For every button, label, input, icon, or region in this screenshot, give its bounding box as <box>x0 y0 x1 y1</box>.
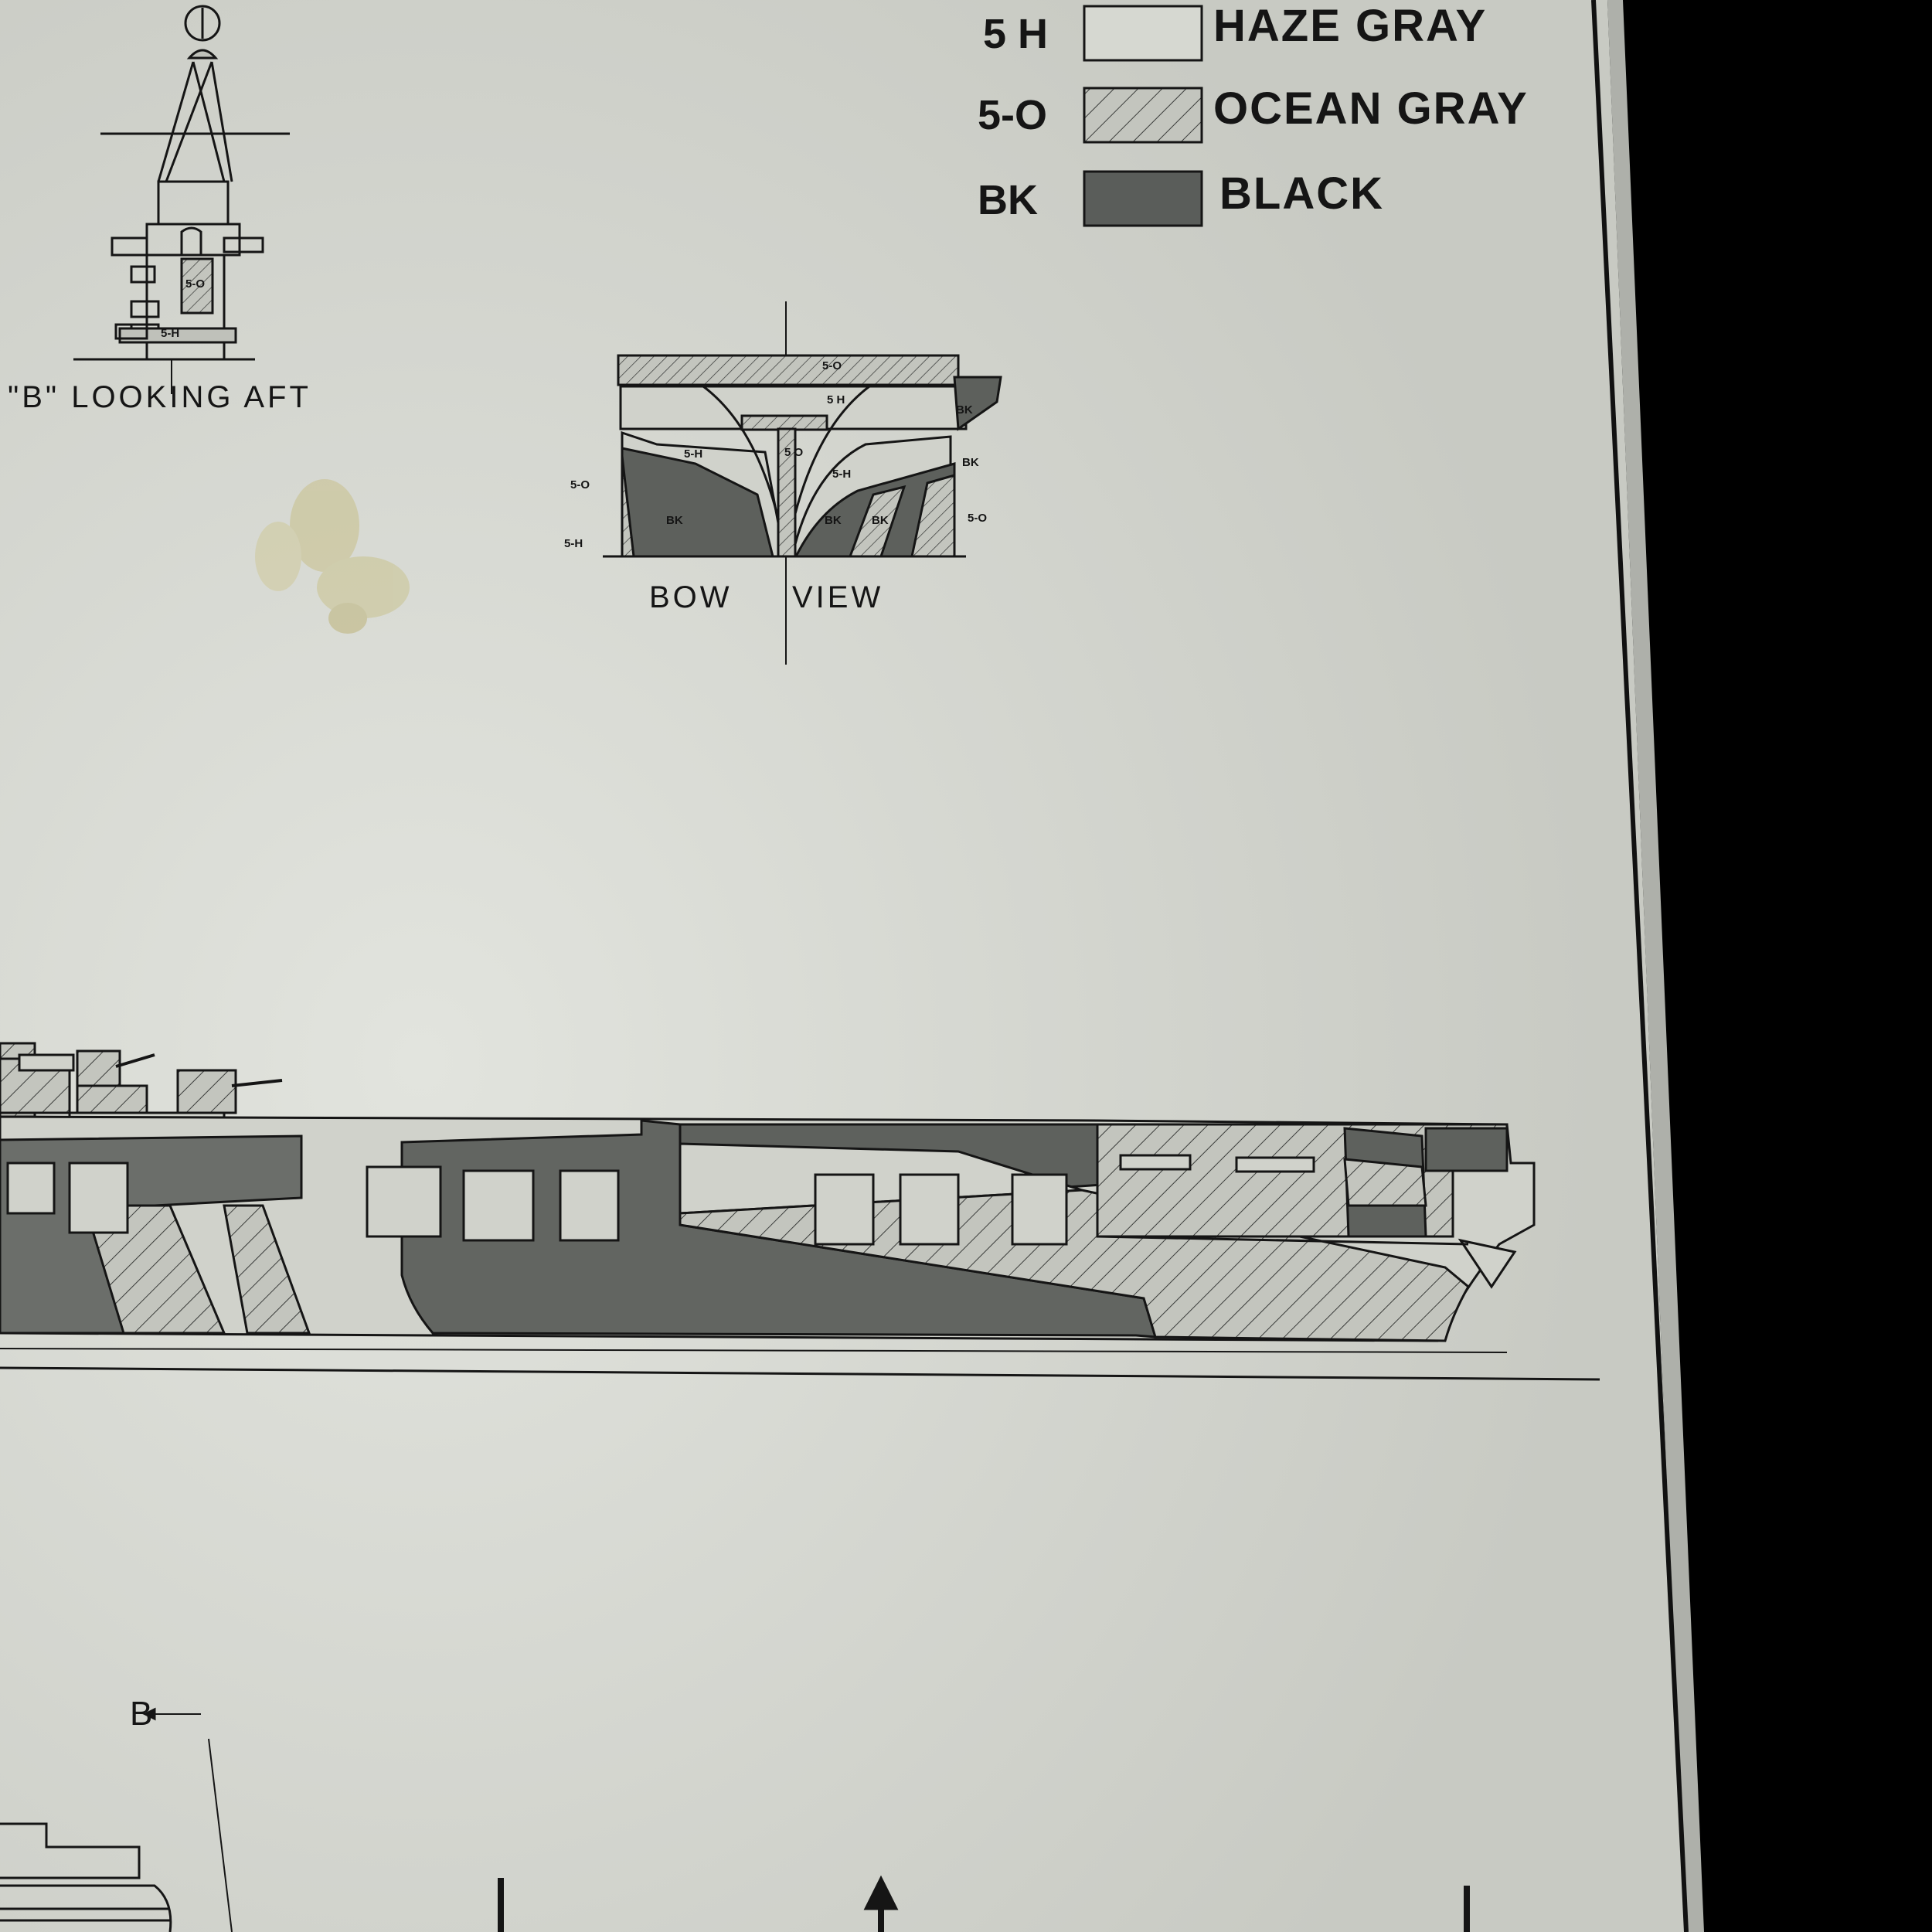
sheet-border-line <box>1591 0 1689 1932</box>
legend-code-ocean-gray: 5-O <box>978 92 1048 138</box>
bow-mark: BK <box>825 514 842 527</box>
mast-view-caption: "B" LOOKING AFT <box>8 380 311 414</box>
plan-view-fragment <box>0 1707 1470 1932</box>
bow-mark: 5-O <box>570 478 590 492</box>
paper-edge <box>1607 0 1704 1932</box>
bow-mark: BK <box>956 403 973 417</box>
bow-mark: 5-H <box>684 447 702 461</box>
bow-mark: 5 O <box>784 446 804 459</box>
bow-mark: BK <box>962 456 979 469</box>
legend-name-black: BLACK <box>1219 168 1384 219</box>
legend-name-haze-gray: HAZE GRAY <box>1213 1 1488 51</box>
bow-mark: 5-H <box>564 537 583 550</box>
ship-profile-drawing <box>0 1042 1600 1381</box>
legend-swatch-black <box>1083 170 1203 227</box>
legend-name-ocean-gray: OCEAN GRAY <box>1213 83 1529 134</box>
legend-swatch-haze-gray <box>1083 5 1203 62</box>
section-marker-label: B <box>130 1695 156 1733</box>
bow-view-drawing <box>603 301 1002 665</box>
bow-view-marks: 5-O 5 H 5-H 5 O 5-H BK 5-O BK BK BK 5-O … <box>564 359 987 550</box>
legend-swatch-ocean-gray <box>1083 87 1203 144</box>
mast-looking-aft-drawing <box>73 5 290 394</box>
paper-sheet <box>0 0 1685 1932</box>
paper-stain <box>255 479 410 634</box>
bow-mark: 5 H <box>827 393 845 406</box>
bow-view-caption-left: BOW <box>649 580 733 614</box>
bow-mark: BK <box>666 514 683 527</box>
legend-code-haze-gray: 5 H <box>983 11 1049 57</box>
bow-mark: 5-O <box>968 512 987 525</box>
bow-mark: BK <box>872 514 889 527</box>
legend-code-black: BK <box>978 177 1038 223</box>
bow-view-caption-right: VIEW <box>792 580 884 614</box>
mast-mark-ocean-gray: 5-O <box>185 277 205 291</box>
bow-mark: 5-O <box>822 359 842 372</box>
mast-mark-haze-gray: 5-H <box>161 327 179 340</box>
bow-mark: 5-H <box>832 468 851 481</box>
